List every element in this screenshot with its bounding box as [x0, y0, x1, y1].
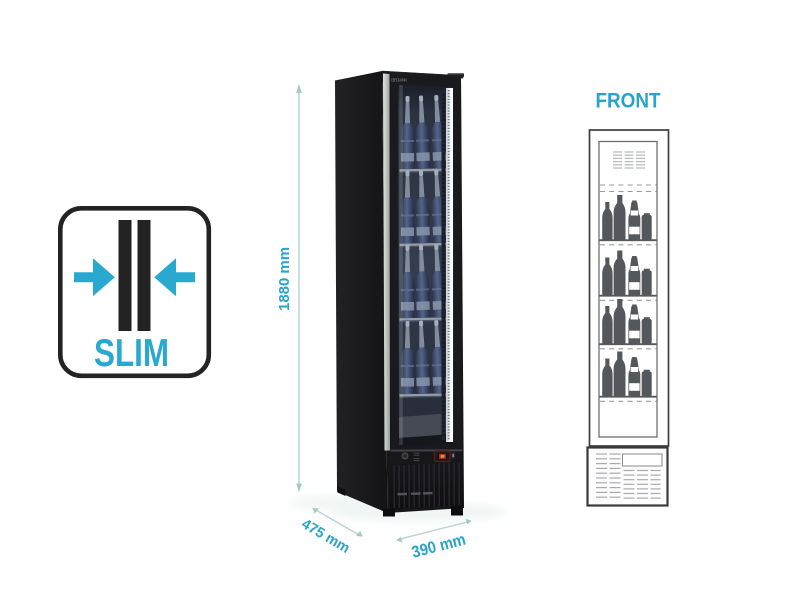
svg-text:390 mm: 390 mm	[410, 531, 468, 562]
svg-text:475 mm: 475 mm	[299, 516, 353, 557]
svg-text:BERGMANN: BERGMANN	[391, 78, 407, 83]
svg-text:FRONT: FRONT	[596, 90, 661, 113]
svg-text:SLIM: SLIM	[94, 332, 169, 375]
svg-text:1880 mm: 1880 mm	[277, 247, 293, 311]
